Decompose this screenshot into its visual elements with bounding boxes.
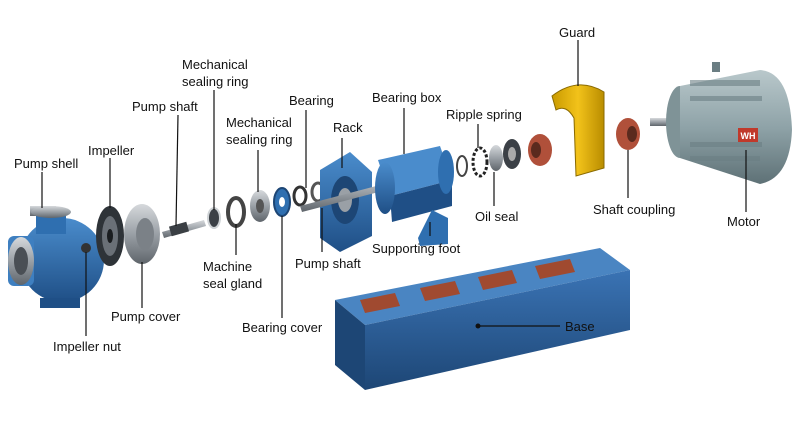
label-shaft-coupling: Shaft coupling — [593, 202, 676, 217]
label-supporting-foot: Supporting foot — [372, 241, 461, 256]
label-bearing: Bearing — [289, 93, 334, 108]
label-impeller: Impeller — [88, 143, 135, 158]
leader-pump-shaft-top — [175, 114, 179, 227]
leader-base-dot — [475, 323, 481, 329]
label-pump-cover: Pump cover — [111, 309, 181, 324]
label-rack: Rack — [333, 120, 363, 135]
pump-shell-part — [8, 206, 104, 308]
supporting-foot-part — [418, 210, 448, 246]
label-mech-ring-1: Mechanical sealing ring — [182, 57, 249, 89]
label-pump-shaft-top: Pump shaft — [132, 99, 198, 114]
label-pump-shell: Pump shell — [14, 156, 79, 171]
label-bearing-box: Bearing box — [372, 90, 442, 105]
seal-components — [207, 181, 326, 229]
label-impeller-nut: Impeller nut — [53, 339, 121, 354]
pump-cover-part — [124, 204, 160, 264]
pump-shaft-part — [162, 220, 206, 238]
motor-badge — [738, 128, 758, 142]
label-base: Base — [565, 319, 595, 334]
label-mech-ring-2: Mechanical sealing ring — [226, 115, 293, 147]
motor-badge-text: WH — [741, 131, 756, 141]
label-bearing-cover: Bearing cover — [242, 320, 323, 335]
bearing-box-part — [375, 146, 454, 222]
base-part — [335, 248, 630, 390]
label-machine-seal-gland: Machine seal gland — [203, 259, 263, 291]
label-motor: Motor — [727, 214, 761, 229]
ripple-spring-oil-seal — [456, 139, 521, 178]
label-pump-shaft-bottom: Pump shaft — [295, 256, 361, 271]
label-guard: Guard — [559, 25, 596, 40]
impeller-part — [96, 206, 124, 266]
leader-lines — [41, 40, 747, 336]
motor-part: WH — [650, 62, 792, 184]
label-ripple-spring: Ripple spring — [446, 107, 522, 122]
shaft-coupling-part — [616, 118, 640, 150]
impeller-nut-part — [81, 243, 91, 253]
label-oil-seal: Oil seal — [475, 209, 519, 224]
guard-part — [551, 84, 605, 177]
coupling-left-part — [528, 134, 552, 166]
